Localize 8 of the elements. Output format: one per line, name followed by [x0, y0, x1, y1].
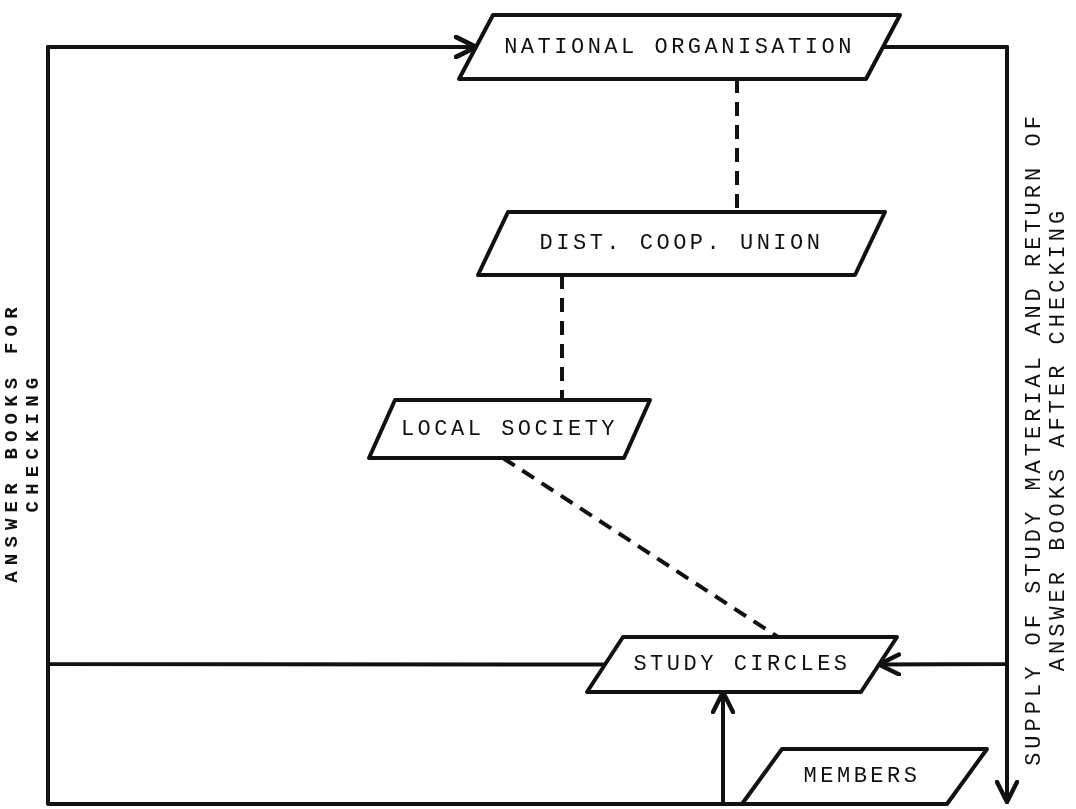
node-label: MEMBERS	[803, 764, 921, 789]
node-label: LOCAL SOCIETY	[400, 416, 619, 442]
edge-label: SUPPLY OF STUDY MATERIAL AND RETURN OF ANSWER BOOKS AFTER CHECKING	[1020, 111, 1072, 768]
node-label: NATIONAL ORGANISATION	[504, 34, 855, 60]
connector-line	[560, 275, 564, 400]
node-label: STUDY CIRCLES	[633, 652, 851, 677]
edge-label: ANSWER BOOKS FOR CHECKING	[0, 300, 45, 585]
node-label: DIST. COOP. UNION	[539, 231, 824, 256]
